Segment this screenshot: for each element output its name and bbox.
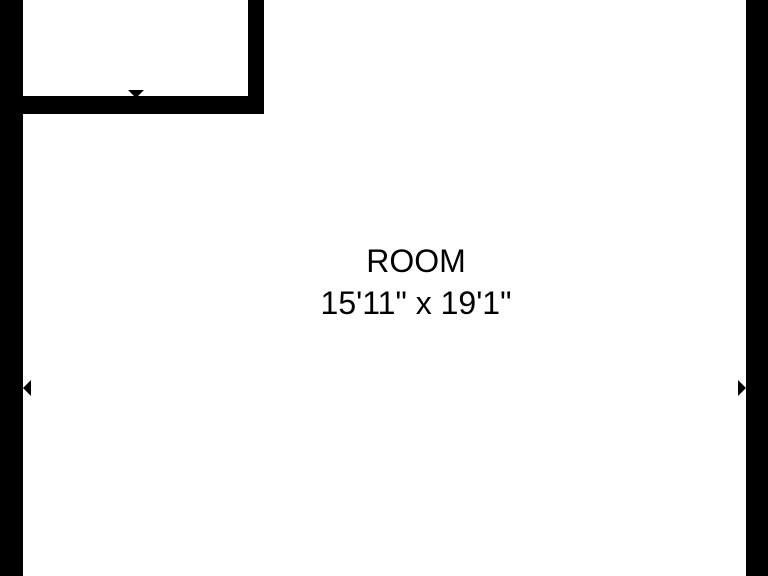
left-exterior-wall [0, 0, 23, 576]
room-label: ROOM 15'11" x 19'1" [266, 240, 566, 324]
room-name: ROOM [366, 243, 466, 279]
right-opening-marker-icon [738, 380, 746, 396]
closet-door-marker-icon [128, 90, 144, 98]
right-exterior-wall [746, 0, 768, 576]
room-dimensions: 15'11" x 19'1" [320, 285, 512, 321]
left-opening-marker-icon [23, 380, 31, 396]
closet-right-wall [248, 0, 264, 114]
closet-bottom-wall [0, 96, 264, 114]
